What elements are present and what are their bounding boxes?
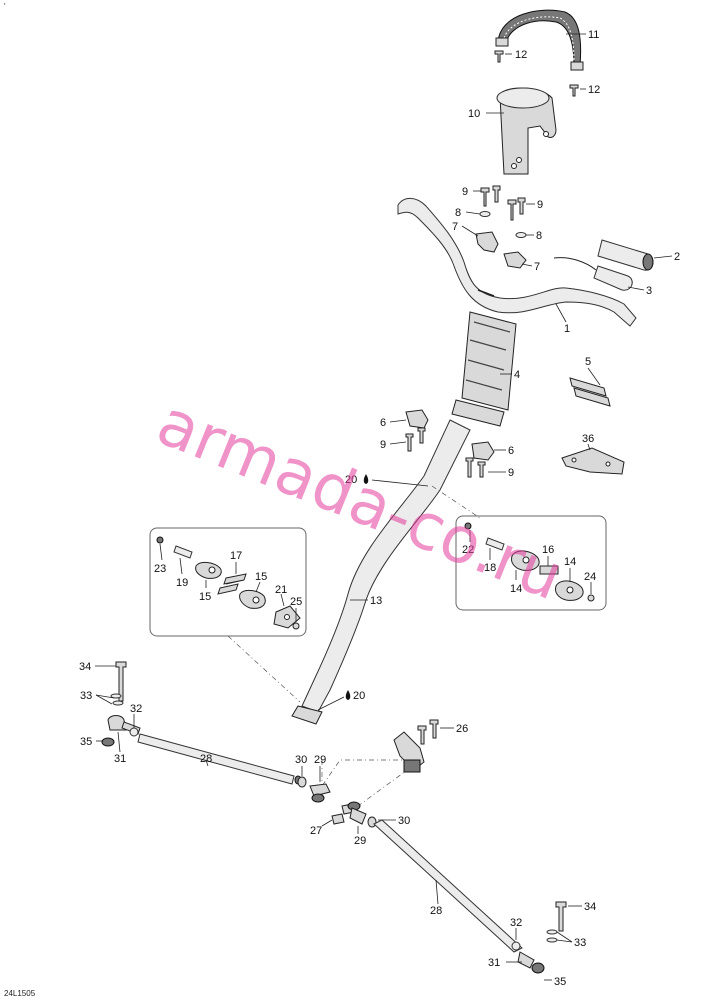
callout-27-a: 27: [310, 825, 322, 837]
callout-31-a: 31: [114, 753, 126, 765]
callout-24: 24: [584, 571, 596, 583]
part-9-bolts-upper: [480, 185, 526, 221]
callout-14-b: 14: [564, 556, 576, 568]
callout-35-a: 35: [80, 736, 92, 748]
callout-28-b: 28: [430, 905, 442, 917]
callout-11: 11: [588, 29, 599, 41]
part-34-bolt-right: [555, 901, 567, 932]
callout-32-a: 32: [130, 703, 142, 715]
callout-26: 26: [456, 723, 468, 735]
part-5-fastener-pair: [569, 377, 611, 407]
left-box-parts: [156, 536, 301, 630]
callout-7-b: 7: [534, 261, 540, 273]
callout-9-a: 9: [462, 186, 468, 198]
part-2-grip: [597, 239, 654, 271]
part-33-washers-right: [546, 929, 558, 943]
callout-29-b: 29: [354, 835, 366, 847]
callout-7-a: 7: [452, 221, 458, 233]
dash-link-left-box: [227, 635, 301, 703]
lube-drop-upper-icon: [363, 474, 369, 484]
detail-box-right: [455, 515, 607, 611]
callout-9-c: 9: [380, 439, 386, 451]
lube-drop-lower-icon: [345, 690, 351, 700]
callout-30-a: 30: [295, 754, 307, 766]
callout-15-b: 15: [255, 571, 267, 583]
part-26-steering-arm: [393, 719, 439, 773]
callout-10: 10: [468, 108, 480, 120]
callout-12-a: 12: [515, 49, 527, 61]
part-30-nut-upper: [297, 776, 307, 788]
part-3-grip: [553, 257, 633, 291]
dash-link-right-box: [431, 485, 481, 519]
part-29-rod-end-lower: [347, 801, 367, 825]
part-6-clamps-lower: [405, 409, 495, 461]
callout-19: 19: [176, 577, 188, 589]
tie-rod-end-left: [101, 715, 141, 747]
callout-3: 3: [646, 285, 652, 297]
callout-20-a: 20: [345, 474, 357, 486]
callout-13: 13: [370, 595, 382, 607]
part-28-tie-rod-lower: [373, 819, 523, 953]
callout-2: 2: [674, 251, 680, 263]
callout-23: 23: [154, 563, 166, 575]
callout-25: 25: [290, 596, 302, 608]
callout-4: 4: [514, 369, 520, 381]
callout-36: 36: [582, 433, 594, 445]
part-10-handlebar-cover: [496, 87, 557, 175]
callout-12-b: 12: [588, 84, 600, 96]
part-13-steering-column: [291, 419, 471, 725]
drawing-code: 24L1505: [4, 989, 36, 998]
callout-32-b: 32: [510, 917, 522, 929]
part-9-bolts-lower: [405, 427, 486, 478]
part-34-bolt-left: [115, 661, 127, 702]
callout-6-b: 6: [508, 445, 514, 457]
callout-21: 21: [275, 584, 287, 596]
callout-1: 1: [564, 323, 570, 335]
callout-28-a: 28: [200, 753, 212, 765]
callout-14-a: 14: [510, 583, 522, 595]
tie-rod-end-right: [511, 941, 545, 974]
callout-15-a: 15: [199, 591, 211, 603]
callout-9-b: 9: [537, 199, 543, 211]
callout-6-a: 6: [380, 417, 386, 429]
callout-34-a: 34: [79, 661, 91, 673]
callout-34-b: 34: [584, 901, 596, 913]
callout-35-b: 35: [554, 976, 566, 988]
right-box-parts: [464, 522, 595, 602]
callout-18: 18: [484, 562, 496, 574]
callout-33-b: 33: [574, 937, 586, 949]
part-36-plate: [561, 447, 625, 475]
detail-box-left: [149, 527, 307, 637]
dash-link-tie-rods: [321, 759, 411, 807]
callout-33-a: 33: [80, 690, 92, 702]
part-4-riser: [451, 311, 517, 427]
callout-20-b: 20: [353, 690, 365, 702]
callout-8-a: 8: [455, 207, 461, 219]
part-12-screws-upper: [494, 50, 579, 97]
corner-mark: ': [4, 2, 6, 11]
part-28-tie-rod-upper: [137, 733, 302, 785]
part-29-rod-end-upper: [309, 783, 331, 803]
callout-9-d: 9: [508, 467, 514, 479]
callout-30-b: 30: [398, 815, 410, 827]
callout-8-b: 8: [536, 230, 542, 242]
part-11-handle-grip: [495, 9, 584, 71]
callout-29-a: 29: [314, 754, 326, 766]
part-1-handlebar: [397, 197, 637, 327]
part-30-nut-lower: [367, 816, 377, 828]
callout-22: 22: [462, 544, 474, 556]
callout-16: 16: [542, 544, 554, 556]
part-33-washers-left: [110, 693, 124, 706]
callout-17: 17: [230, 550, 242, 562]
callout-5: 5: [585, 356, 591, 368]
part-7-clamps: [475, 231, 527, 269]
callout-31-b: 31: [488, 957, 500, 969]
